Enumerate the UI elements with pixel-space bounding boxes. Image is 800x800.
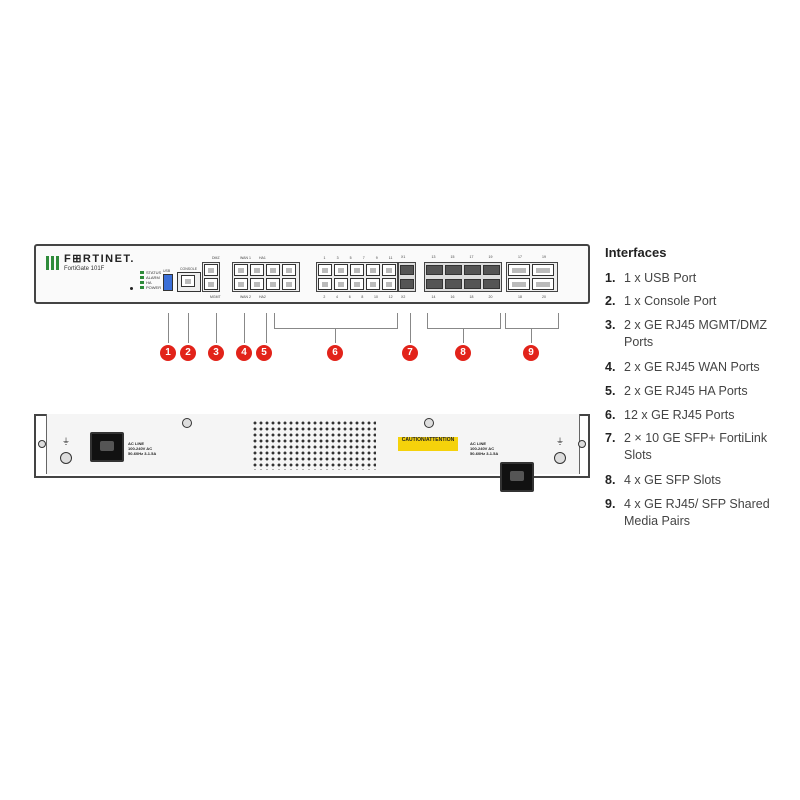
model-name: FortiGate 101F [64,266,105,272]
callout-line-8 [463,328,464,343]
legend-item: 3.2 x GE RJ45 MGMT/DMZ Ports [605,318,768,349]
sfp10-top-label: X1 [401,255,406,259]
ground-screw-right-icon [554,452,566,464]
callout-line-6 [335,328,336,343]
callout-bracket-6 [274,313,398,329]
led-indicators: STATUS ALARM HA POWER [140,270,161,290]
console-port [177,272,201,292]
callout-line-2 [188,313,189,343]
rack-ear-right-icon [578,440,586,448]
callout-line-7 [410,313,411,343]
ground-right-icon: ⏚ [556,437,564,446]
callout-badge-9: 9 [523,345,539,361]
wan-top-label: WAN 1 [240,256,251,260]
callout-badge-4: 4 [236,345,252,361]
ha-top-label: HA1 [259,256,266,260]
ground-left-icon: ⏚ [62,437,70,446]
callout-badge-5: 5 [256,345,272,361]
brand-name: F⊞RTINET. [64,253,135,265]
callout-badge-8: 8 [455,345,471,361]
usb-label: USB [163,269,171,273]
screw-top-left-icon [182,418,192,428]
legend-item: 9.4 x GE RJ45/ SFP Shared Media Pairs [605,497,770,528]
legend-item: 5.2 x GE RJ45 HA Ports [605,384,748,398]
callout-badge-6: 6 [327,345,343,361]
power-inlet-left [90,432,124,462]
console-label: CONSOLE [180,267,198,271]
caution-label: CAUTION/ATTENTION [398,437,458,451]
callout-bracket-8 [427,313,501,329]
ge-rj45-ports [316,262,398,292]
ha-bottom-label: HA2 [259,295,266,299]
callout-line-4 [244,313,245,343]
legend-item: 7.2 × 10 GE SFP+ FortiLink Slots [605,431,768,462]
reset-pinhole [130,287,133,290]
wan-bottom-label: WAN 2 [240,295,251,299]
cooling-vent [252,420,376,470]
sfp-plus-slots [398,262,416,292]
fortinet-logo-icon [46,256,61,275]
legend-item: 1.1 x USB Port [605,271,697,285]
legend-item: 6.12 x GE RJ45 Ports [605,408,735,422]
callout-line-5 [266,313,267,343]
callout-badge-1: 1 [160,345,176,361]
callout-badge-7: 7 [402,345,418,361]
ground-screw-left-icon [60,452,72,464]
callout-line-9 [531,328,532,343]
usb-port [163,274,173,291]
wan-ha-ports [232,262,300,292]
shared-media-ports [506,262,558,292]
legend-title: Interfaces [605,245,667,260]
mgmt-top-label: DMZ [212,256,220,260]
power-inlet-right [500,462,534,492]
callout-badge-2: 2 [180,345,196,361]
rack-ear-left-icon [38,440,46,448]
mgmt-bottom-label: MGMT [210,295,221,299]
legend-item: 8.4 x GE SFP Slots [605,473,722,487]
callout-badge-3: 3 [208,345,224,361]
callout-bracket-9 [505,313,559,329]
sfp10-bottom-label: X2 [401,295,406,299]
ge-sfp-slots [424,262,502,292]
mgmt-dmz-ports [202,262,220,292]
screw-top-right-icon [424,418,434,428]
legend-item: 2.1 x Console Port [605,294,717,308]
callout-line-1 [168,313,169,343]
legend-item: 4.2 x GE RJ45 WAN Ports [605,360,760,374]
callout-line-3 [216,313,217,343]
